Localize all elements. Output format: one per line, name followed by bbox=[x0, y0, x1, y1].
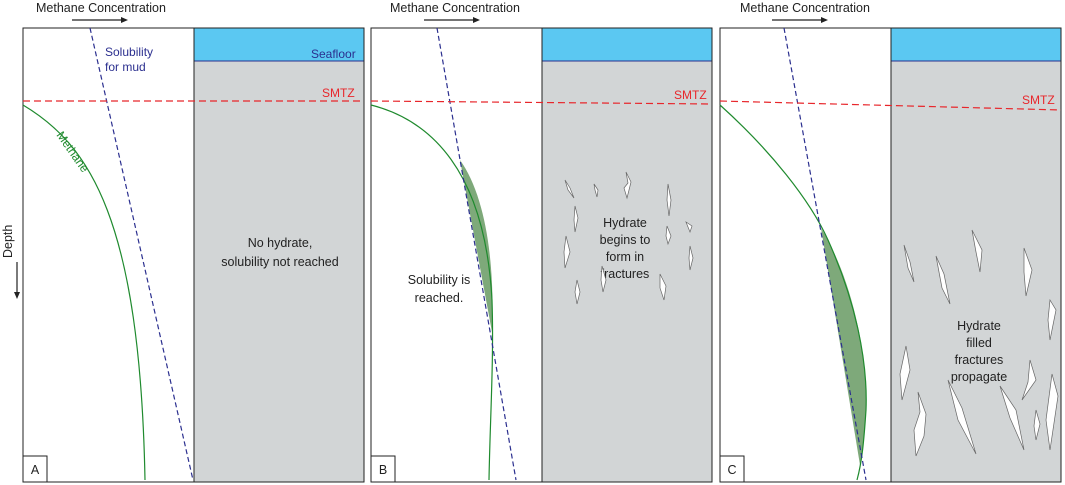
water-column bbox=[542, 28, 712, 61]
fracture bbox=[1033, 409, 1041, 441]
smtz-label: SMTZ bbox=[674, 88, 707, 102]
panel-c: Methane Concentration SMTZ Hydrate fille… bbox=[719, 1, 1062, 483]
column-text-line2: reached. bbox=[415, 291, 464, 305]
panel-letter: A bbox=[31, 463, 40, 477]
sediment-text-line2: filled bbox=[966, 336, 992, 350]
solubility-line bbox=[89, 27, 194, 481]
sediment-column bbox=[891, 61, 1061, 482]
panel-b: Methane Concentration SMTZ Solubility is… bbox=[370, 1, 713, 483]
seafloor-label: Seafloor bbox=[311, 47, 356, 61]
sediment-text-line1: Hydrate bbox=[603, 216, 647, 230]
fracture bbox=[899, 345, 911, 401]
fracture bbox=[574, 279, 581, 305]
smtz-line bbox=[370, 100, 713, 105]
smtz-label: SMTZ bbox=[322, 86, 355, 100]
axis-arrow bbox=[72, 17, 128, 23]
methane-curve bbox=[370, 104, 494, 481]
axis-label: Methane Concentration bbox=[390, 1, 520, 15]
sediment-text-line3: form in bbox=[606, 250, 644, 264]
panel-frame-border bbox=[719, 27, 1062, 483]
hydrate-zone bbox=[821, 228, 867, 465]
panel-letter-box bbox=[370, 455, 396, 483]
axis-arrow bbox=[772, 17, 828, 23]
fracture bbox=[659, 273, 667, 301]
fracture bbox=[665, 225, 672, 246]
solubility-label-line1: Solubility bbox=[105, 45, 153, 59]
sediment-text-line1: No hydrate, bbox=[248, 236, 313, 250]
fracture bbox=[903, 244, 915, 283]
fracture bbox=[971, 229, 983, 273]
fracture bbox=[563, 235, 571, 269]
fracture bbox=[623, 171, 632, 200]
fracture bbox=[999, 385, 1025, 451]
water-column bbox=[891, 28, 1061, 61]
hydrate-fractures bbox=[563, 171, 694, 305]
panel-frame-border bbox=[22, 27, 365, 483]
fracture bbox=[600, 265, 607, 293]
solubility-line bbox=[436, 27, 517, 481]
fracture bbox=[913, 391, 927, 457]
sediment-column bbox=[194, 61, 364, 482]
axis-label: Methane Concentration bbox=[740, 1, 870, 15]
fracture bbox=[1047, 298, 1057, 341]
sediment-text-line4: propagate bbox=[951, 370, 1007, 384]
solubility-label-line2: for mud bbox=[105, 60, 146, 74]
fracture bbox=[1021, 359, 1037, 401]
smtz-line bbox=[719, 100, 1062, 111]
panel-frame-border bbox=[370, 27, 713, 483]
panel-letter: C bbox=[727, 463, 736, 477]
hydrate-fractures bbox=[899, 229, 1059, 457]
fracture bbox=[573, 205, 579, 233]
fracture bbox=[935, 255, 951, 305]
panel-letter: B bbox=[379, 463, 387, 477]
fracture bbox=[666, 183, 672, 217]
fracture bbox=[688, 245, 694, 271]
panel-a: Methane Concentration Depth SMTZ Seafloo… bbox=[1, 1, 365, 483]
sediment-column bbox=[542, 61, 712, 482]
sediment-text-line4: fractures bbox=[601, 267, 650, 281]
axis-arrow bbox=[424, 17, 480, 23]
fracture bbox=[593, 183, 599, 198]
depth-label: Depth bbox=[1, 225, 15, 258]
sediment-text-line3: fractures bbox=[955, 353, 1004, 367]
sediment-text-line1: Hydrate bbox=[957, 319, 1001, 333]
axis-label: Methane Concentration bbox=[36, 1, 166, 15]
depth-arrow bbox=[14, 262, 20, 299]
fracture bbox=[1023, 247, 1033, 297]
panel-letter-box bbox=[719, 455, 745, 483]
methane-curve bbox=[22, 104, 146, 481]
fracture bbox=[564, 179, 575, 199]
water-column bbox=[194, 28, 364, 61]
smtz-label: SMTZ bbox=[1022, 93, 1055, 107]
panel-letter-box bbox=[22, 455, 48, 483]
fracture bbox=[685, 221, 693, 234]
methane-curve bbox=[719, 104, 867, 481]
column-text-line1: Solubility is bbox=[408, 273, 471, 287]
sediment-text-line2: solubility not reached bbox=[221, 255, 338, 269]
sediment-text-line2: begins to bbox=[600, 233, 651, 247]
fracture bbox=[947, 379, 977, 455]
fracture bbox=[1045, 373, 1059, 451]
